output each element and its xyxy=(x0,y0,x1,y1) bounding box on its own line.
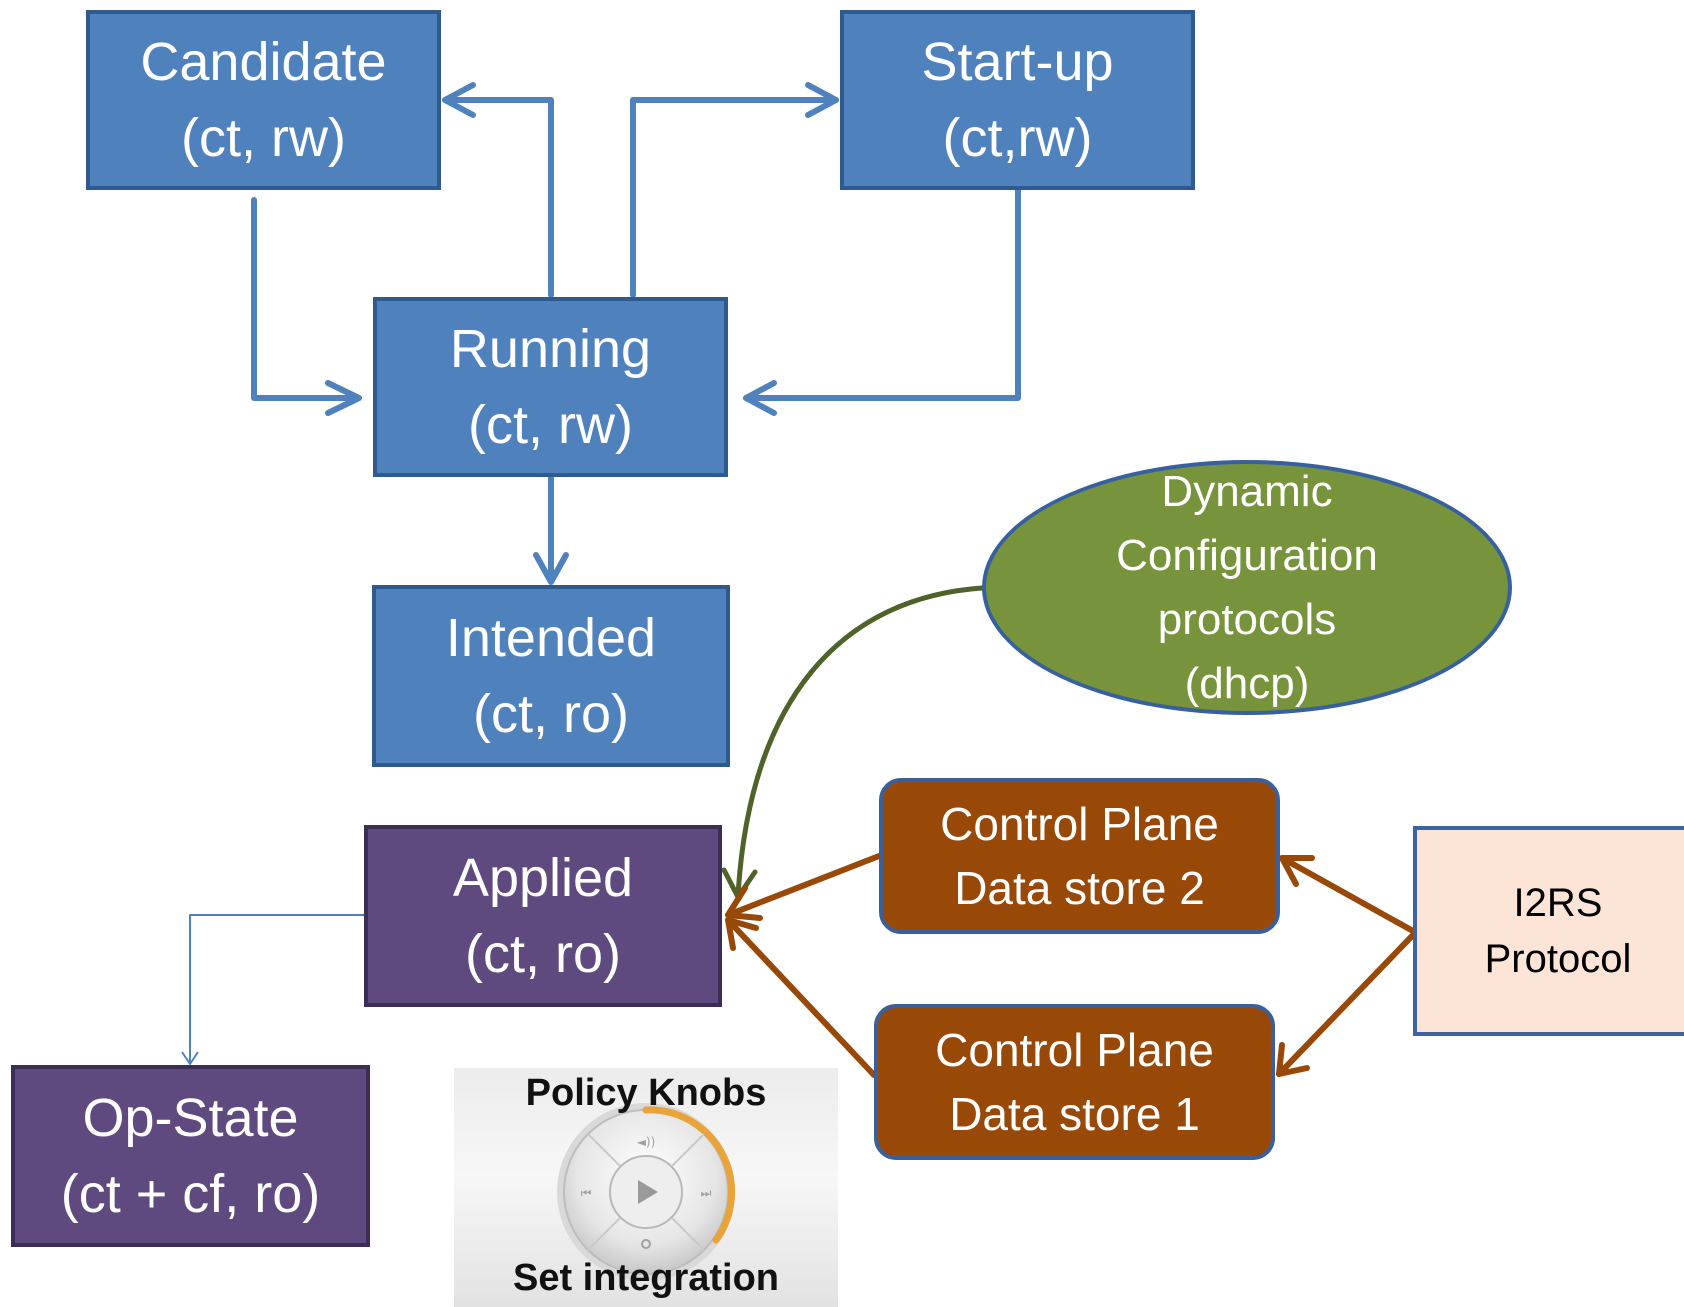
cp1-line-1: Control Plane xyxy=(935,1024,1214,1076)
arrow-i2rs-to-cp1 xyxy=(1276,932,1416,1077)
arrow-running-to-intended xyxy=(533,475,569,585)
knob-controller-icon: ◄)) ⏮ ⏭ xyxy=(557,1103,736,1281)
opstate-datastore-box: Op-State (ct + cf, ro) xyxy=(11,1065,370,1247)
arrow-running-to-candidate xyxy=(442,82,554,298)
svg-text:⏭: ⏭ xyxy=(701,1186,712,1200)
i2rs-protocol-box: I2RS Protocol xyxy=(1413,826,1684,1036)
policy-knobs-title: Policy Knobs xyxy=(525,1072,767,1114)
dynamic-line-3: protocols xyxy=(1157,594,1337,644)
running-label: Running xyxy=(449,319,652,379)
dynamic-configuration-ellipse: Dynamic Configuration protocols (dhcp) xyxy=(982,460,1512,715)
i2rs-line-2: Protocol xyxy=(1484,937,1632,981)
arrow-applied-to-opstate xyxy=(181,914,364,1065)
arrow-candidate-to-running xyxy=(251,197,362,416)
opstate-label: Op-State xyxy=(82,1088,299,1148)
i2rs-line-1: I2RS xyxy=(1513,881,1603,925)
startup-datastore-box: Start-up (ct,rw) xyxy=(840,10,1195,190)
applied-access: (ct, ro) xyxy=(465,924,621,984)
control-plane-datastore-1-box: Control Plane Data store 1 xyxy=(874,1004,1275,1160)
dynamic-line-2: Configuration xyxy=(1116,530,1378,580)
candidate-datastore-box: Candidate (ct, rw) xyxy=(86,10,441,190)
startup-label: Start-up xyxy=(921,32,1114,92)
opstate-access: (ct + cf, ro) xyxy=(60,1164,321,1224)
applied-datastore-box: Applied (ct, ro) xyxy=(364,825,722,1007)
running-datastore-box: Running (ct, rw) xyxy=(373,297,728,477)
intended-label: Intended xyxy=(445,608,657,668)
intended-datastore-box: Intended (ct, ro) xyxy=(372,585,730,767)
policy-knobs-panel: ◄)) ⏮ ⏭ Policy Knobs Set integration xyxy=(454,1068,838,1307)
applied-label: Applied xyxy=(452,848,634,908)
cp2-line-1: Control Plane xyxy=(940,798,1219,850)
candidate-access: (ct, rw) xyxy=(181,108,346,168)
arrow-cp2-to-applied xyxy=(725,853,882,921)
cp1-line-2: Data store 1 xyxy=(949,1088,1200,1140)
startup-access: (ct,rw) xyxy=(942,108,1093,168)
candidate-label: Candidate xyxy=(140,32,387,92)
dynamic-line-1: Dynamic xyxy=(1161,466,1333,516)
control-plane-datastore-2-box: Control Plane Data store 2 xyxy=(879,778,1280,934)
dynamic-line-4: (dhcp) xyxy=(1184,658,1310,708)
svg-text:⏮: ⏮ xyxy=(581,1186,592,1200)
cp2-line-2: Data store 2 xyxy=(954,862,1205,914)
arrow-running-to-startup xyxy=(630,82,839,298)
arrow-cp1-to-applied xyxy=(725,917,877,1078)
arrow-i2rs-to-cp2 xyxy=(1279,855,1416,934)
svg-text:◄)): ◄)) xyxy=(637,1135,656,1149)
arrow-startup-to-running xyxy=(743,187,1021,416)
set-integration-caption: Set integration xyxy=(512,1257,780,1299)
intended-access: (ct, ro) xyxy=(473,684,629,744)
running-access: (ct, rw) xyxy=(468,395,633,455)
